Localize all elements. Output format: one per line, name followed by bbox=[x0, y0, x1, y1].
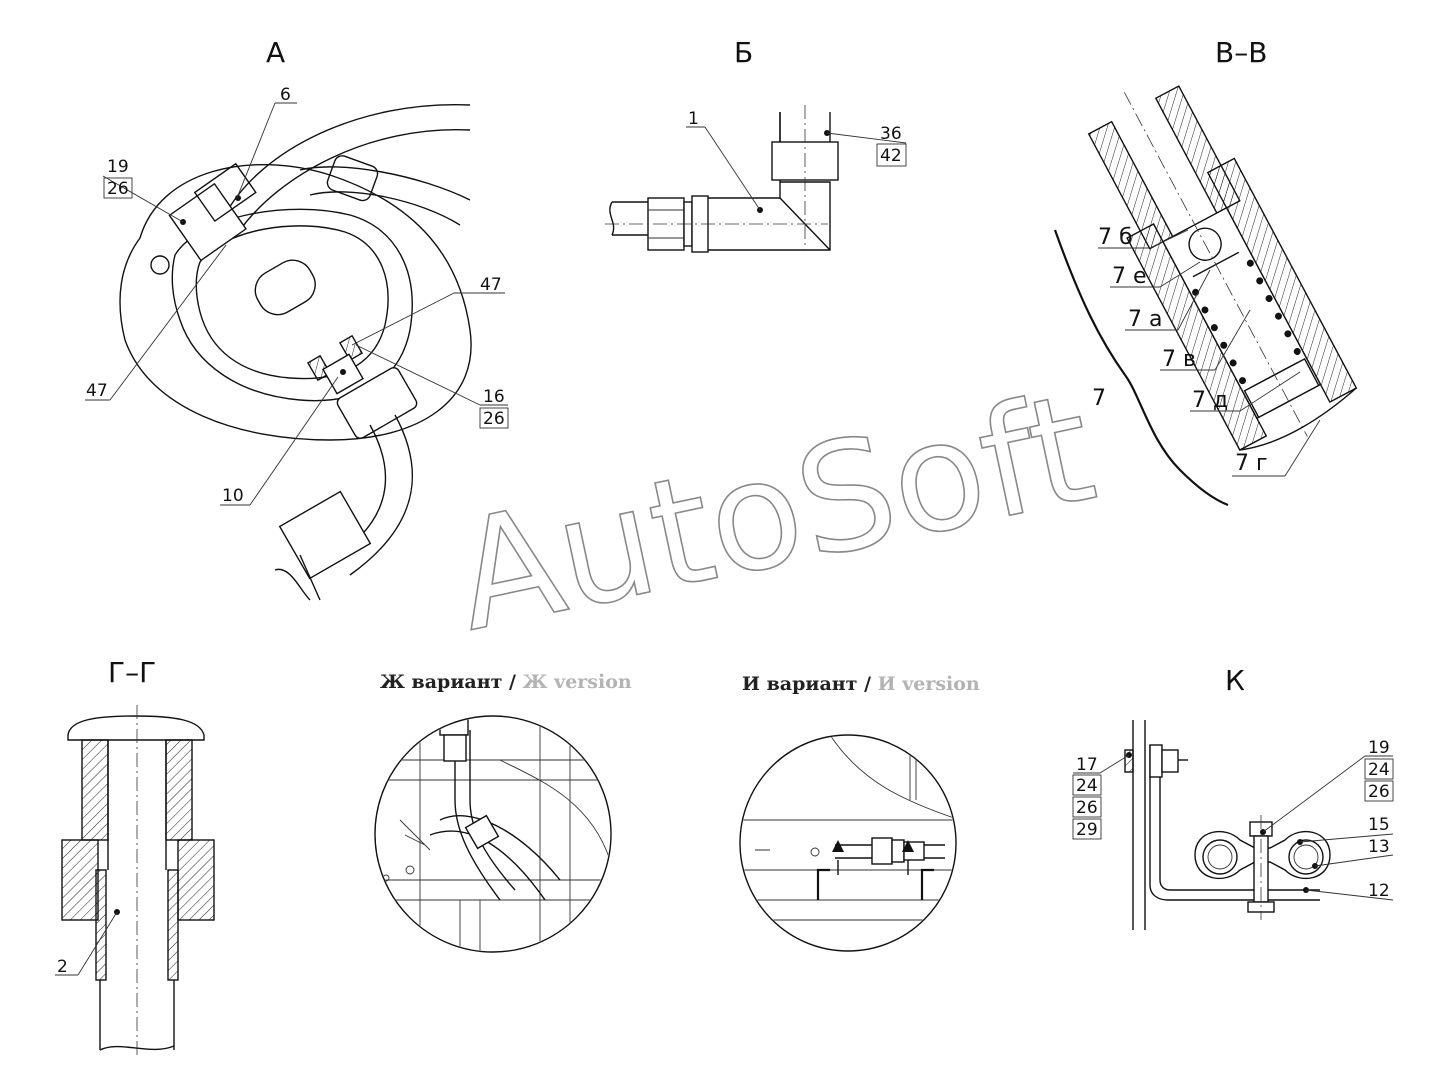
callout-b-36: 36 bbox=[880, 124, 902, 144]
callout-a-6: 6 bbox=[280, 85, 291, 105]
callout-k-26: 26 bbox=[1076, 798, 1098, 818]
view-i: И вариант / И version bbox=[739, 673, 980, 952]
callout-k-29: 29 bbox=[1076, 820, 1098, 840]
callout-a-16: 16 bbox=[483, 387, 505, 407]
callout-a-47-right: 47 bbox=[480, 275, 502, 295]
callout-k-24b: 24 bbox=[1368, 760, 1390, 780]
callout-a-26b: 26 bbox=[483, 409, 505, 429]
callout-k-12: 12 bbox=[1368, 881, 1390, 901]
watermark-text: AutoSoft bbox=[441, 361, 1107, 665]
view-zh-title: Ж вариант / Ж version bbox=[380, 671, 632, 693]
callout-v-7b: 7 б bbox=[1098, 225, 1133, 250]
callout-k-24: 24 bbox=[1076, 776, 1098, 796]
callout-v-7a: 7 а bbox=[1128, 307, 1162, 332]
watermark: AutoSoft bbox=[441, 360, 1109, 666]
view-zh-title-sep: / bbox=[502, 671, 522, 693]
view-b: Б 1 36 42 bbox=[605, 36, 907, 253]
view-v: В–В 7 б 7 е bbox=[1053, 36, 1358, 507]
view-zh-title-alt: Ж version bbox=[523, 671, 632, 693]
callout-b-42: 42 bbox=[880, 146, 902, 166]
view-zh-title-main: Ж вариант bbox=[380, 671, 502, 693]
view-a: А 6 19 26 47 bbox=[85, 36, 509, 601]
view-i-title: И вариант / И version bbox=[742, 673, 980, 695]
view-i-title-sep: / bbox=[857, 673, 877, 695]
view-g: Г–Г 2 bbox=[55, 656, 215, 1055]
callout-a-10: 10 bbox=[222, 486, 244, 506]
view-k: К 17 24 26 29 19 bbox=[1072, 664, 1394, 930]
view-b-title: Б bbox=[734, 36, 753, 69]
callout-k-15: 15 bbox=[1368, 815, 1390, 835]
callout-g-2: 2 bbox=[57, 957, 68, 977]
callout-v-7e: 7 е bbox=[1112, 264, 1147, 289]
callout-v-7v: 7 в bbox=[1162, 347, 1196, 372]
callout-a-47-left: 47 bbox=[86, 381, 108, 401]
view-v-title: В–В bbox=[1215, 36, 1267, 69]
view-g-title: Г–Г bbox=[108, 656, 156, 689]
callout-b-1: 1 bbox=[688, 109, 699, 129]
callout-a-26: 26 bbox=[107, 179, 129, 199]
view-a-title: А bbox=[266, 36, 285, 69]
callout-v-7d: 7 д bbox=[1192, 388, 1228, 413]
callout-v-7g: 7 г bbox=[1235, 451, 1268, 476]
callout-k-19: 19 bbox=[1368, 738, 1390, 758]
callout-k-13: 13 bbox=[1368, 837, 1390, 857]
callout-a-19: 19 bbox=[107, 157, 129, 177]
callout-k-17: 17 bbox=[1076, 755, 1098, 775]
callout-k-26b: 26 bbox=[1368, 782, 1390, 802]
view-k-title: К bbox=[1225, 664, 1245, 697]
view-zh: Ж вариант / Ж version bbox=[374, 671, 632, 953]
callout-v-7: 7 bbox=[1092, 386, 1106, 411]
view-i-title-alt: И version bbox=[878, 673, 980, 695]
view-i-title-main: И вариант bbox=[742, 673, 857, 695]
